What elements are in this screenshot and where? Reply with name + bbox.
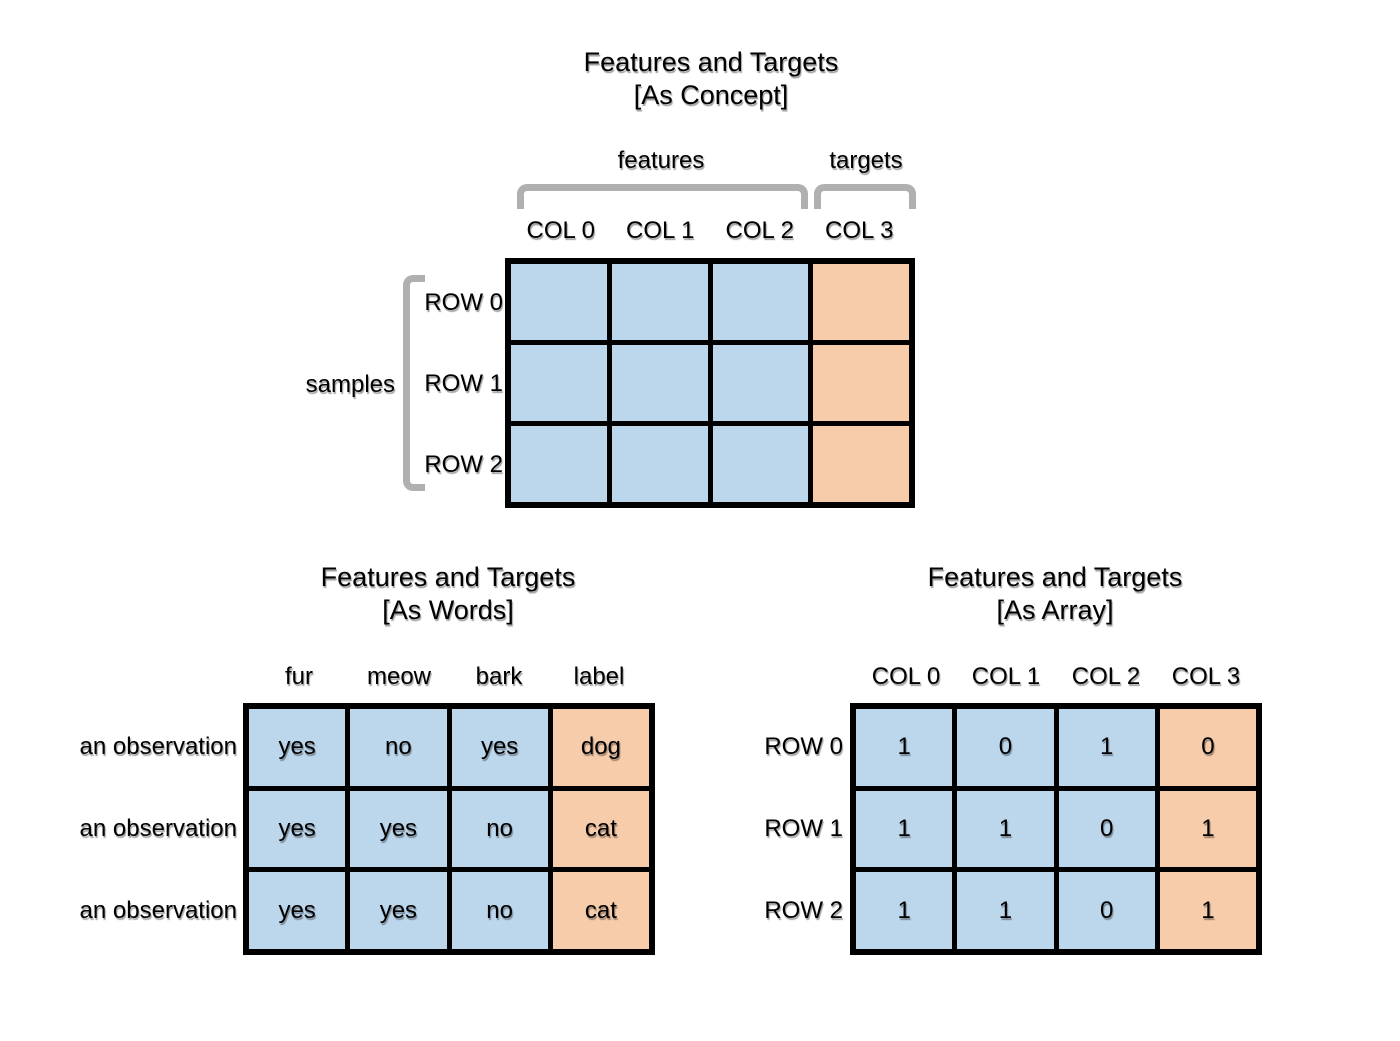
words-cell: yes [451,709,548,786]
concept-column-headers: COL 0 COL 1 COL 2 COL 3 [505,217,915,245]
array-cell: 1 [856,709,953,786]
array-title: Features and Targets [As Array] [805,561,1305,627]
words-cell: yes [350,790,447,868]
concept-title: Features and Targets [As Concept] [461,46,961,112]
concept-col-header: COL 0 [526,217,595,244]
concept-cell [511,426,607,502]
words-column-headers: fur meow bark label [243,663,655,691]
concept-row-label: ROW 2 [424,451,503,478]
array-row-label: ROW 1 [764,815,843,842]
concept-cell [511,264,607,340]
words-col-header: bark [475,663,523,690]
words-title-line1: Features and Targets [320,562,576,592]
array-col-header: COL 0 [871,663,941,690]
concept-cell [511,345,607,421]
words-table: yes no yes dog yes yes no cat yes yes no… [243,703,655,955]
words-cell: yes [249,790,346,868]
words-cell: dog [552,709,649,786]
concept-cell [813,345,909,421]
words-row-label: an observation [79,815,237,842]
words-cell: no [350,709,447,786]
concept-table [505,258,915,508]
features-group-label: features [617,147,705,174]
concept-cell [712,426,809,502]
array-cell: 1 [957,790,1054,868]
array-col-header: COL 2 [1071,663,1141,690]
words-row-label: an observation [79,733,237,760]
array-cell: 0 [957,709,1054,786]
array-col-header: COL 1 [971,663,1041,690]
array-title-line1: Features and Targets [927,562,1183,592]
concept-col-header: COL 3 [825,217,894,244]
array-cell: 0 [1058,790,1155,868]
samples-bracket [403,275,425,491]
words-row-label: an observation [79,897,237,924]
array-table: 1 0 1 0 1 1 0 1 1 1 0 1 [850,703,1262,955]
array-cell: 0 [1058,872,1155,949]
concept-title-line1: Features and Targets [583,47,839,77]
words-col-header: fur [284,663,313,690]
features-bracket [517,184,808,209]
concept-cell [813,426,909,502]
concept-cell [611,264,708,340]
samples-group-label: samples [305,371,395,398]
words-title-line2: [As Words] [382,595,514,625]
array-row-label: ROW 2 [764,897,843,924]
array-cell: 1 [856,872,953,949]
words-cell: yes [350,872,447,949]
words-cell: no [451,872,548,949]
words-cell: yes [249,709,346,786]
words-col-header: label [573,663,625,690]
array-cell: 1 [957,872,1054,949]
words-cell: yes [249,872,346,949]
array-cell: 1 [1058,709,1155,786]
words-title: Features and Targets [As Words] [198,561,698,627]
array-cell: 1 [1159,872,1256,949]
array-cell: 1 [1159,790,1256,868]
targets-group-label: targets [829,147,903,174]
concept-col-header: COL 2 [725,217,794,244]
words-cell: no [451,790,548,868]
array-row-label: ROW 0 [764,733,843,760]
array-column-headers: COL 0 COL 1 COL 2 COL 3 [850,663,1262,691]
concept-cell [611,426,708,502]
concept-cell [712,264,809,340]
concept-cell [611,345,708,421]
array-title-line2: [As Array] [996,595,1114,625]
concept-cell [813,264,909,340]
concept-row-label: ROW 0 [424,289,503,316]
concept-col-header: COL 1 [626,217,695,244]
array-col-header: COL 3 [1171,663,1241,690]
concept-title-line2: [As Concept] [633,80,789,110]
array-cell: 1 [856,790,953,868]
concept-row-label: ROW 1 [424,370,503,397]
concept-cell [712,345,809,421]
targets-bracket [814,184,916,209]
array-cell: 0 [1159,709,1256,786]
words-cell: cat [552,790,649,868]
words-col-header: meow [366,663,432,690]
words-cell: cat [552,872,649,949]
